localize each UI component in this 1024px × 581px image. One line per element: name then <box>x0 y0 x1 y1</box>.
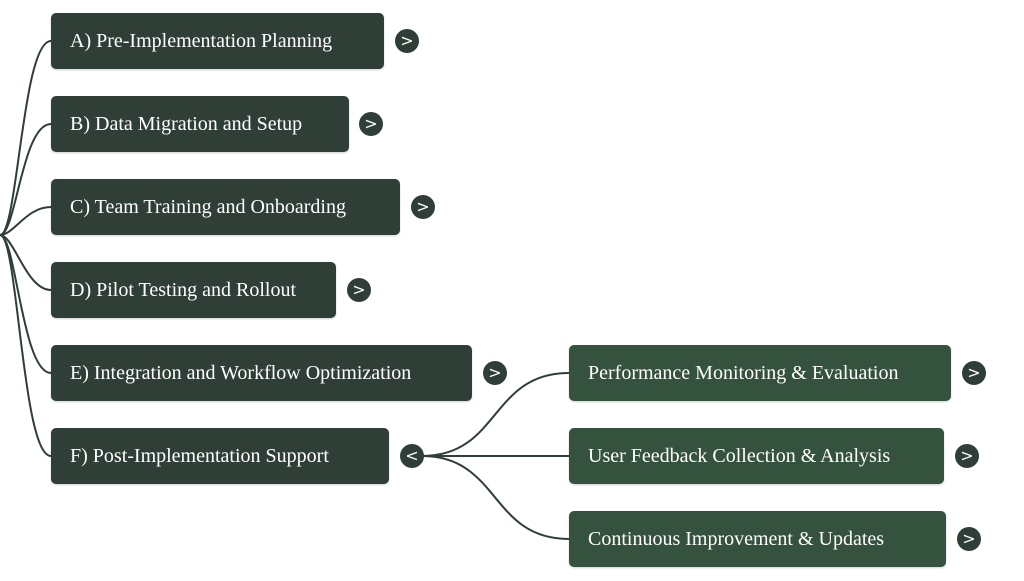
connector-branch-d <box>0 234 52 291</box>
node-performance-monitoring-evaluation[interactable]: Performance Monitoring & Evaluation <box>569 345 951 401</box>
node-continuous-improvement-updates[interactable]: Continuous Improvement & Updates <box>569 511 946 567</box>
connector-branch-f <box>0 234 52 457</box>
node-user-feedback-collection-analysis[interactable]: User Feedback Collection & Analysis <box>569 428 944 484</box>
expand-toggle-pre-implementation-planning[interactable]: > <box>395 29 419 53</box>
chevron-right-icon: > <box>488 363 502 382</box>
node-pilot-testing-and-rollout[interactable]: D) Pilot Testing and Rollout <box>51 262 336 318</box>
expand-toggle-user-feedback-collection-analysis[interactable]: > <box>955 444 979 468</box>
node-pre-implementation-planning[interactable]: A) Pre-Implementation Planning <box>51 13 384 69</box>
expand-toggle-data-migration-and-setup[interactable]: > <box>359 112 383 136</box>
expand-toggle-integration-and-workflow-optimization[interactable]: > <box>483 361 507 385</box>
connector-branch-b <box>0 123 52 236</box>
node-label: A) Pre-Implementation Planning <box>70 30 333 52</box>
connector-branch-c <box>0 206 52 236</box>
node-label: D) Pilot Testing and Rollout <box>70 279 297 301</box>
node-post-implementation-support[interactable]: F) Post-Implementation Support <box>51 428 389 484</box>
node-integration-and-workflow-optimization[interactable]: E) Integration and Workflow Optimization <box>51 345 472 401</box>
connector-branch-e <box>0 234 52 374</box>
chevron-right-icon: > <box>352 280 366 299</box>
expand-toggle-performance-monitoring-evaluation[interactable]: > <box>962 361 986 385</box>
expand-toggle-continuous-improvement-updates[interactable]: > <box>957 527 981 551</box>
chevron-right-icon: > <box>967 363 981 382</box>
chevron-right-icon: > <box>400 31 414 50</box>
expand-toggle-team-training-and-onboarding[interactable]: > <box>411 195 435 219</box>
node-team-training-and-onboarding[interactable]: C) Team Training and Onboarding <box>51 179 400 235</box>
node-label: F) Post-Implementation Support <box>70 445 329 467</box>
chevron-left-icon: < <box>405 446 419 465</box>
expand-toggle-pilot-testing-and-rollout[interactable]: > <box>347 278 371 302</box>
node-label: Performance Monitoring & Evaluation <box>588 362 899 384</box>
node-label: Continuous Improvement & Updates <box>588 528 885 550</box>
node-label: C) Team Training and Onboarding <box>70 196 346 218</box>
chevron-right-icon: > <box>364 114 378 133</box>
collapse-toggle-post-implementation-support[interactable]: < <box>400 444 424 468</box>
chevron-right-icon: > <box>960 446 974 465</box>
chevron-right-icon: > <box>962 529 976 548</box>
node-label: E) Integration and Workflow Optimization <box>70 362 412 384</box>
connector-branch-a <box>0 40 52 236</box>
connector-sub-3 <box>421 455 570 540</box>
node-label: B) Data Migration and Setup <box>70 113 303 135</box>
chevron-right-icon: > <box>416 197 430 216</box>
node-data-migration-and-setup[interactable]: B) Data Migration and Setup <box>51 96 349 152</box>
node-label: User Feedback Collection & Analysis <box>588 445 891 467</box>
